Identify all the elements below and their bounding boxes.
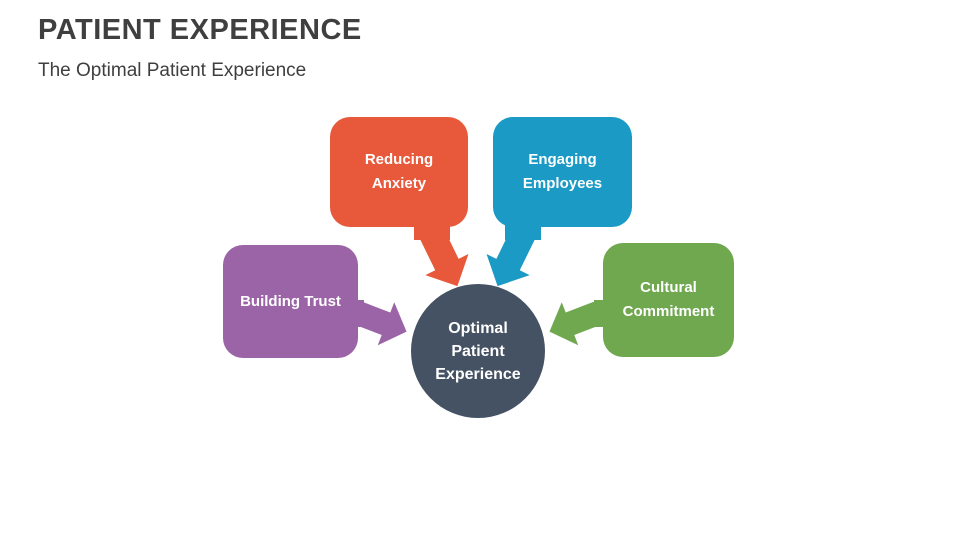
- node-engaging-employees-label: Engaging Employees: [522, 151, 603, 192]
- node-cultural-commitment-label: Cultural Commitment: [622, 279, 715, 320]
- node-reducing-anxiety-label: Reducing Anxiety: [364, 151, 434, 192]
- center-node-optimal-patient-experience: Optimal Patient Experience: [411, 284, 545, 418]
- slide-title: PATIENT EXPERIENCE: [38, 14, 362, 46]
- center-node-label: Optimal Patient Experience: [435, 319, 521, 383]
- slide-subtitle: The Optimal Patient Experience: [38, 60, 307, 81]
- node-cultural-commitment: Cultural Commitment: [603, 243, 734, 357]
- node-reducing-anxiety: Reducing Anxiety: [330, 117, 468, 227]
- node-building-trust-label: Building Trust: [240, 292, 341, 310]
- node-building-trust: Building Trust: [223, 245, 358, 358]
- node-engaging-employees: Engaging Employees: [493, 117, 632, 227]
